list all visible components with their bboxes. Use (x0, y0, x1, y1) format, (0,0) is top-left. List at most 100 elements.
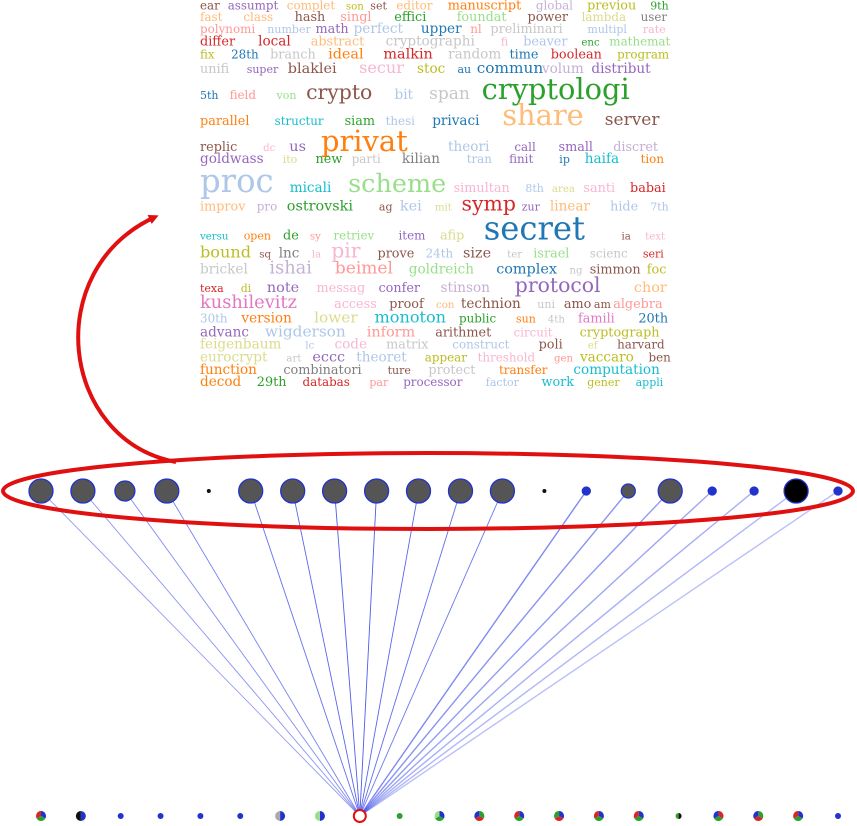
edge (166, 490, 361, 817)
edge (209, 491, 360, 816)
top-node[interactable] (447, 478, 474, 504)
cloud-word-malkin: malkin (383, 46, 432, 62)
edge (359, 490, 419, 817)
cloud-word-matrix: matrix (386, 338, 429, 353)
top-node[interactable] (657, 478, 683, 504)
cloud-word-combinatori: combinatori (283, 363, 361, 378)
arrow-to-word-cloud (76, 214, 177, 464)
cloud-word-feigenbaum: feigenbaum (200, 337, 281, 353)
cloud-word-29th: 29th (257, 375, 287, 390)
edge (359, 490, 587, 817)
hub-node[interactable] (352, 809, 367, 823)
top-node[interactable] (321, 478, 348, 504)
cloud-word-mathemat: mathemat (609, 34, 670, 48)
cloud-word-thesi: thesi (386, 114, 416, 128)
bottom-node[interactable] (633, 811, 644, 821)
bottom-node[interactable] (753, 811, 764, 821)
top-node[interactable] (154, 478, 180, 504)
cloud-word-privat: privat (321, 124, 408, 158)
cloud-word-babai: babai (630, 181, 666, 196)
cloud-word-abstract: abstract (311, 34, 365, 49)
bottom-node[interactable] (593, 811, 604, 821)
bottom-node[interactable] (793, 811, 804, 821)
cloud-word-area: area (552, 184, 575, 195)
top-node[interactable] (405, 478, 432, 504)
bottom-node[interactable] (396, 813, 403, 819)
bottom-node[interactable] (675, 813, 682, 819)
cloud-word-lnc: lnc (279, 246, 300, 262)
cloud-word-program: program (617, 47, 669, 61)
cloud-word-sy: sy (310, 231, 321, 242)
cloud-word-kilian: kilian (402, 151, 440, 167)
cloud-word-transfer: transfer (499, 363, 548, 377)
cloud-word-sq: sq (259, 250, 271, 261)
cloud-word-protocol: protocol (515, 273, 601, 297)
cloud-word-singl: singl (340, 10, 371, 25)
bottom-node[interactable] (835, 813, 841, 819)
cloud-word-seri: seri (643, 248, 664, 261)
cloud-word-access: access (334, 297, 377, 312)
cloud-word-appear: appear (425, 351, 467, 365)
cloud-word-size: size (463, 246, 491, 262)
cloud-word-lower: lower (314, 309, 358, 327)
cloud-word-span: span (429, 84, 470, 104)
cloud-word-text: text (645, 231, 666, 242)
top-node[interactable] (238, 478, 264, 504)
cloud-word-monoton: monoton (375, 308, 447, 327)
bottom-node[interactable] (713, 811, 724, 821)
cloud-word-secur: secur (359, 58, 404, 77)
top-node[interactable] (707, 486, 717, 496)
cloud-word-editor: editor (396, 0, 432, 13)
cloud-word-decod: decod (200, 374, 242, 390)
cloud-word-small: small (559, 140, 594, 155)
cloud-word-volum: volum (541, 61, 584, 77)
top-node[interactable] (542, 489, 547, 493)
edge (359, 490, 503, 817)
cloud-word-von: von (276, 89, 297, 102)
top-node[interactable] (783, 478, 809, 504)
cloud-word-perfect: perfect (354, 21, 404, 37)
top-node[interactable] (620, 483, 636, 499)
top-node[interactable] (833, 486, 843, 496)
bottom-node[interactable] (237, 813, 244, 819)
bottom-node[interactable] (275, 811, 286, 821)
cloud-word-power: power (528, 10, 569, 25)
bottom-node[interactable] (554, 811, 565, 821)
top-node[interactable] (749, 486, 759, 496)
bottom-node[interactable] (117, 813, 124, 819)
bottom-node[interactable] (197, 813, 204, 819)
bottom-node[interactable] (75, 811, 86, 821)
bottom-node[interactable] (36, 811, 46, 821)
top-node[interactable] (206, 489, 211, 493)
edge (292, 490, 361, 817)
top-node[interactable] (28, 478, 54, 504)
cloud-word-confer: confer (379, 281, 421, 296)
top-node[interactable] (489, 478, 516, 504)
cloud-word-foundat: foundat (457, 10, 508, 25)
top-node[interactable] (280, 478, 306, 504)
bottom-node[interactable] (157, 813, 164, 819)
top-node[interactable] (70, 478, 96, 504)
bottom-node[interactable] (434, 811, 445, 821)
cloud-word-son: son (346, 2, 364, 13)
cloud-word-improv: improv (200, 199, 246, 214)
top-node[interactable] (114, 480, 136, 502)
cloud-word-scheme: scheme (348, 169, 446, 199)
edge (359, 490, 713, 817)
cloud-word-ben: ben (649, 351, 672, 365)
selection-ellipse (1, 451, 855, 531)
cloud-word-blaklei: blaklei (288, 61, 337, 77)
bottom-node[interactable] (514, 811, 525, 821)
top-node[interactable] (363, 478, 390, 504)
bottom-node[interactable] (314, 811, 325, 821)
cloud-word-complet: complet (287, 0, 336, 13)
edge (359, 490, 839, 817)
bottom-node[interactable] (474, 811, 485, 821)
cloud-word-theori: theori (448, 139, 490, 155)
top-node[interactable] (581, 486, 591, 496)
cloud-word-scienc: scienc (590, 247, 628, 261)
cloud-word-tran: tran (467, 152, 493, 166)
cloud-word-ostrovski: ostrovski (287, 198, 354, 214)
cloud-word-upper: upper (421, 21, 462, 37)
